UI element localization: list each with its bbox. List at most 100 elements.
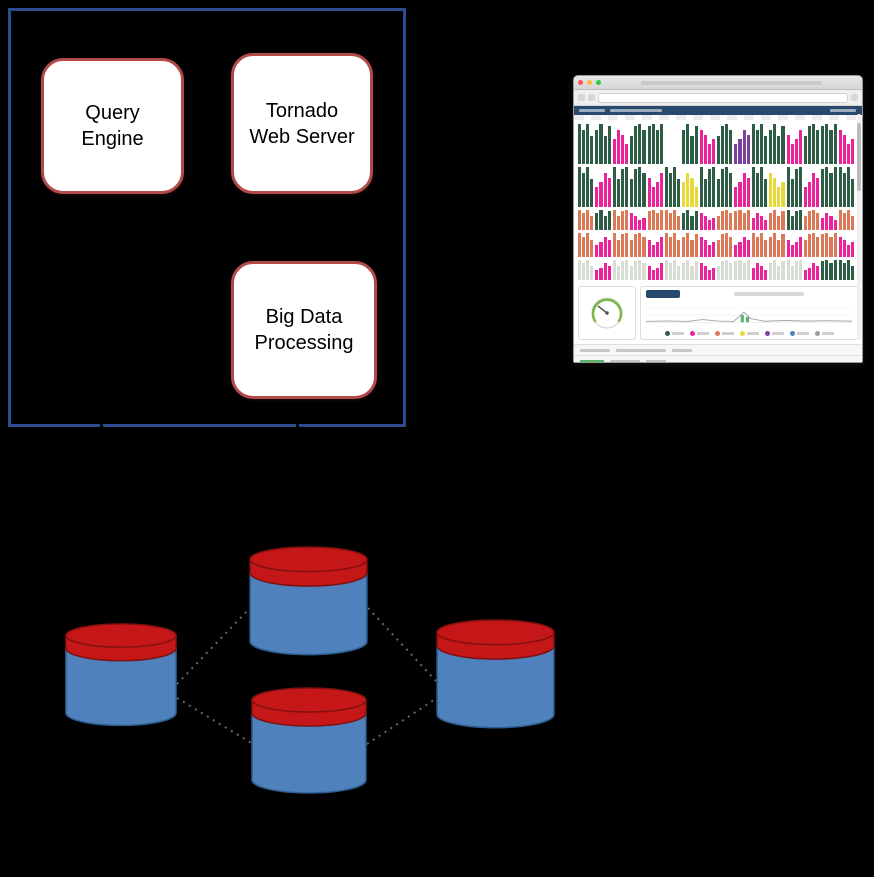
heatmap-cell	[578, 233, 594, 257]
heatmap-strip	[690, 266, 694, 280]
footer-link-placeholder	[580, 359, 604, 362]
heatmap-strip	[846, 245, 850, 257]
heatmap-strip	[607, 239, 611, 257]
app-bar	[574, 106, 862, 115]
heatmap-strip	[746, 135, 750, 164]
heatmap-cell	[682, 233, 698, 257]
browser-title-bar	[574, 76, 862, 90]
heatmap-strip	[647, 265, 651, 280]
heatmap-strip	[790, 216, 794, 230]
box-query-engine: Query Engine	[41, 58, 184, 194]
heatmap-cell	[786, 260, 802, 280]
heatmap-strip	[707, 144, 711, 164]
heatmap-strip	[582, 263, 586, 280]
heatmap-strip	[682, 182, 686, 207]
minimize-icon	[587, 80, 592, 85]
heatmap-cell	[838, 233, 854, 257]
spark-bar	[745, 316, 749, 322]
heatmap-strip	[699, 167, 703, 207]
heatmap-cell	[578, 260, 594, 280]
heatmap-cell	[751, 260, 768, 280]
heatmap-strip	[755, 213, 759, 230]
heatmap-strip	[759, 124, 764, 164]
database-node	[436, 619, 555, 729]
heatmap-cell	[647, 210, 663, 230]
heatmap-strip	[595, 270, 599, 280]
heatmap-strip	[790, 266, 794, 280]
heatmap-strip	[734, 261, 738, 280]
heatmap-strip	[703, 135, 707, 164]
database-node	[249, 546, 368, 656]
heatmap-strip	[703, 179, 707, 207]
heatmap-strip	[725, 167, 729, 207]
heatmap-strip	[668, 173, 673, 207]
heatmap-strip	[769, 213, 773, 230]
heatmap-cell	[612, 124, 629, 164]
heatmap-strip	[829, 173, 833, 207]
heatmap-strip	[638, 167, 642, 207]
heatmap-strip	[625, 144, 629, 164]
heatmap-strip	[825, 124, 829, 164]
column-header-row	[574, 115, 862, 120]
zoom-icon	[596, 80, 601, 85]
heatmap-strip	[777, 240, 781, 257]
heatmap-strip	[803, 136, 807, 164]
heatmap-strip	[612, 167, 616, 207]
legend-item	[789, 331, 809, 336]
heatmap-strip	[651, 270, 655, 280]
heatmap-strip	[590, 266, 594, 280]
heatmap-strip	[786, 167, 790, 207]
heatmap-strip	[690, 178, 694, 207]
heatmap-strip	[694, 126, 698, 164]
heatmap-cell	[682, 260, 698, 280]
back-icon	[578, 94, 585, 101]
heatmap-strip	[607, 178, 611, 207]
heatmap-strip	[647, 239, 651, 257]
heatmap-strip	[816, 130, 820, 164]
heatmap-cell	[769, 210, 785, 230]
heatmap-cell	[647, 233, 663, 257]
heatmap-strip	[773, 178, 777, 207]
heatmap-strip	[833, 124, 837, 164]
chart-legend	[646, 331, 852, 336]
heatmap-strip	[829, 215, 833, 230]
heatmap-strip	[794, 261, 798, 280]
heatmap-strip	[781, 126, 785, 164]
heatmap-strip	[638, 124, 642, 164]
heatmap-cell	[838, 167, 854, 207]
heatmap-row	[578, 260, 854, 280]
heatmap-strip	[717, 240, 721, 257]
heatmap-strip	[630, 136, 634, 164]
heatmap-cell	[751, 124, 768, 164]
heatmap-cell	[821, 124, 837, 164]
heatmap-strip	[838, 130, 842, 164]
heatmap-strip	[729, 213, 733, 230]
heatmap-strip	[786, 210, 790, 230]
heatmap-cell	[803, 260, 820, 280]
heatmap-strip	[838, 210, 842, 230]
heatmap-strip	[759, 167, 764, 207]
heatmap-strip	[803, 216, 807, 230]
heatmap-strip	[590, 216, 594, 230]
legend-label-placeholder	[721, 332, 734, 335]
heatmap-strip	[729, 263, 733, 280]
footer-text-placeholder	[580, 348, 610, 352]
legend-dot	[814, 331, 820, 336]
heatmap-strip	[659, 124, 663, 164]
heatmap-strip	[620, 169, 625, 207]
heatmap-strip	[655, 267, 659, 280]
heatmap-strip	[721, 261, 725, 280]
heatmap-strip	[738, 210, 742, 230]
heatmap-strip	[798, 236, 802, 257]
heatmap-cell	[717, 260, 733, 280]
heatmap-strip	[668, 236, 673, 257]
connector-stub	[100, 418, 103, 432]
heatmap-strip	[603, 263, 607, 280]
heatmap-strip	[694, 211, 698, 230]
heatmap-strip	[578, 260, 582, 280]
heatmap-strip	[595, 187, 599, 207]
gauge	[591, 297, 623, 329]
heatmap-cell	[630, 124, 646, 164]
heatmap-strip	[725, 260, 729, 280]
heatmap-strip	[846, 144, 850, 164]
